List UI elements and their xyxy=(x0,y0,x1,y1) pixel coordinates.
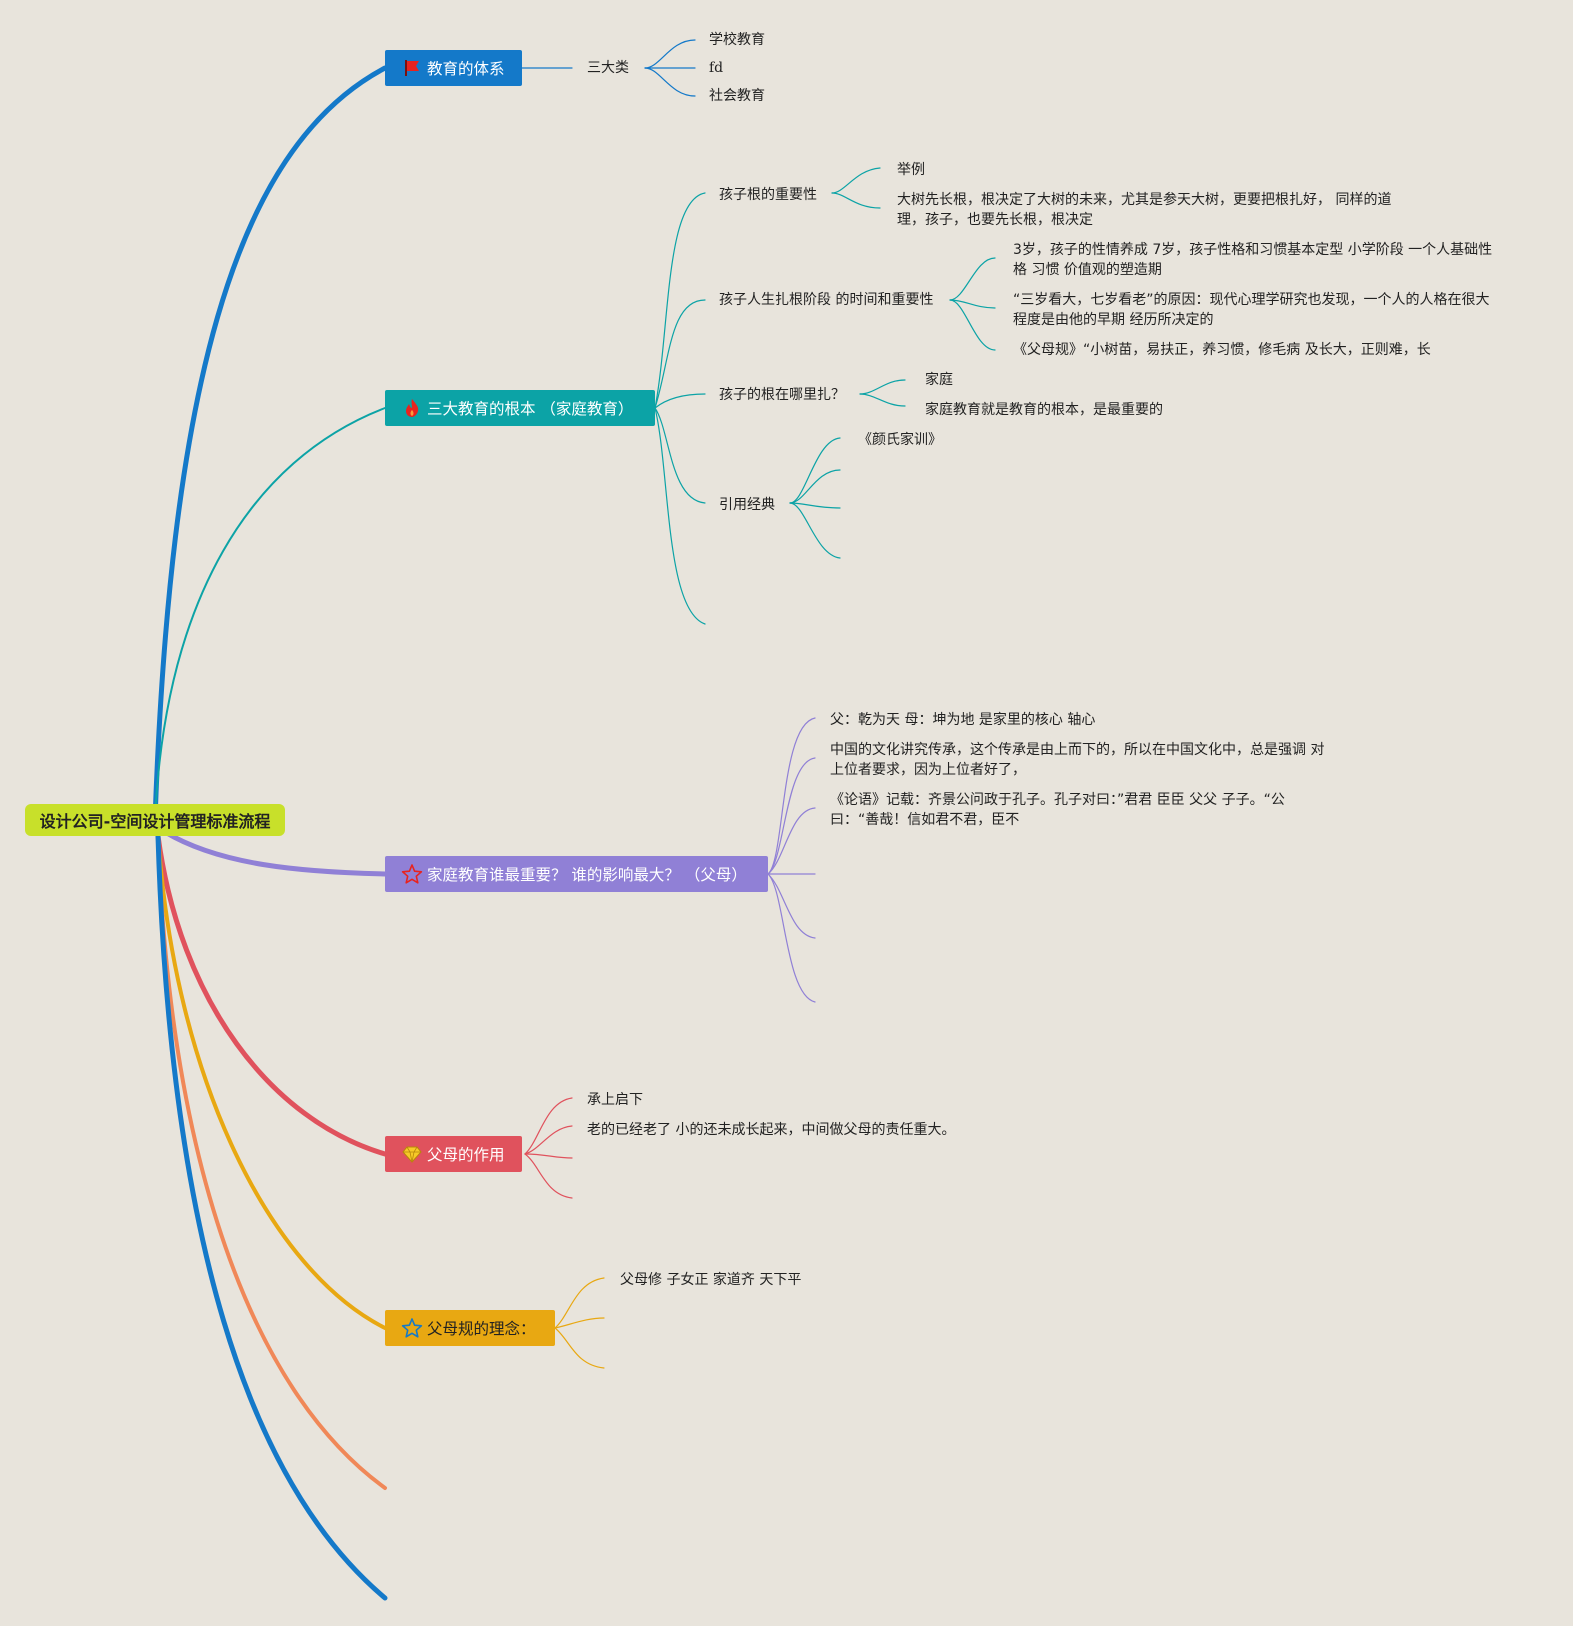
leaf-analects[interactable]: 《论语》记载：齐景公问政于孔子。孔子对曰：”君君 臣臣 父父 子子。“公曰：“善… xyxy=(830,792,1285,828)
root-topic[interactable]: 设计公司-空间设计管理标准流程 xyxy=(25,804,285,836)
leaf-tree-root[interactable]: 大树先长根，根决定了大树的未来，尤其是参天大树，更要把根扎好， 同样的道理，孩子… xyxy=(897,192,1392,228)
flag-icon xyxy=(401,57,423,79)
star-icon xyxy=(401,1317,423,1339)
topic-parents-rule-concept[interactable]: 父母规的理念： xyxy=(385,1310,555,1346)
leaf-heaven-earth[interactable]: 父：乾为天 母：坤为地 是家里的核心 轴心 xyxy=(830,712,1096,728)
topic-label: 家庭教育谁最重要？ 谁的影响最大？ （父母） xyxy=(427,866,747,884)
topic-parents-role[interactable]: 父母的作用 xyxy=(385,1136,522,1172)
subtopic-root-importance[interactable]: 孩子根的重要性 xyxy=(719,187,817,203)
leaf-inheritance[interactable]: 中国的文化讲究传承，这个传承是由上而下的，所以在中国文化中，总是强调 对上位者要… xyxy=(830,742,1325,778)
fire-icon xyxy=(401,397,423,419)
leaf-bridge[interactable]: 承上启下 xyxy=(587,1092,643,1108)
leaf-family[interactable]: 家庭 xyxy=(925,372,953,388)
connector-b1 xyxy=(152,65,388,823)
subtopic-where-root[interactable]: 孩子的根在哪里扎？ xyxy=(719,387,845,403)
topic-label: 父母的作用 xyxy=(427,1146,505,1164)
connector-b4 xyxy=(155,833,388,1157)
connector-b3 xyxy=(162,829,388,877)
subtopic-classics[interactable]: 引用经典 xyxy=(719,497,775,513)
subtopic-three-types[interactable]: 三大类 xyxy=(587,60,629,76)
leaf-school[interactable]: 学校教育 xyxy=(709,32,765,48)
connector-blue-bottom xyxy=(155,833,388,1601)
star-outline-icon xyxy=(401,863,423,885)
leaf-yan-family[interactable]: 《颜氏家训》 xyxy=(858,432,942,448)
leaf-family-root[interactable]: 家庭教育就是教育的根本，是最重要的 xyxy=(925,402,1163,418)
leaf-cultivation[interactable]: 父母修 子女正 家道齐 天下平 xyxy=(620,1272,802,1288)
topic-family-education-root[interactable]: 三大教育的根本 （家庭教育） xyxy=(385,390,655,426)
root-label: 设计公司-空间设计管理标准流程 xyxy=(39,812,271,831)
leaf-responsibility[interactable]: 老的已经老了 小的还未成长起来，中间做父母的责任重大。 xyxy=(587,1122,956,1138)
topic-label: 三大教育的根本 （家庭教育） xyxy=(427,400,634,418)
topic-education-system[interactable]: 教育的体系 xyxy=(385,50,522,86)
leaf-three-seven[interactable]: “三岁看大，七岁看老”的原因：现代心理学研究也发现，一个人的人格在很大程度是由他… xyxy=(1013,292,1490,328)
connector-orange xyxy=(156,834,387,1490)
leaf-age-stages[interactable]: 3岁，孩子的性情养成 7岁，孩子性格和习惯基本定型 小学阶段 一个人基础性格 习… xyxy=(1013,242,1493,278)
connector-b5 xyxy=(156,834,387,1330)
gem-icon xyxy=(401,1143,423,1165)
topic-who-most-important[interactable]: 家庭教育谁最重要？ 谁的影响最大？ （父母） xyxy=(385,856,768,892)
connector-b2 xyxy=(154,407,386,821)
leaf-example[interactable]: 举例 xyxy=(897,162,925,178)
topic-label: 教育的体系 xyxy=(427,60,505,78)
leaf-fd[interactable]: fd xyxy=(709,60,724,76)
topic-label: 父母规的理念： xyxy=(427,1320,536,1338)
leaf-parents-rule[interactable]: 《父母规》“小树苗，易扶正，养习惯，修毛病 及长大，正则难，长 xyxy=(1013,342,1431,358)
leaf-society[interactable]: 社会教育 xyxy=(709,88,765,104)
subtopic-rooting-stage[interactable]: 孩子人生扎根阶段 的时间和重要性 xyxy=(719,292,934,308)
